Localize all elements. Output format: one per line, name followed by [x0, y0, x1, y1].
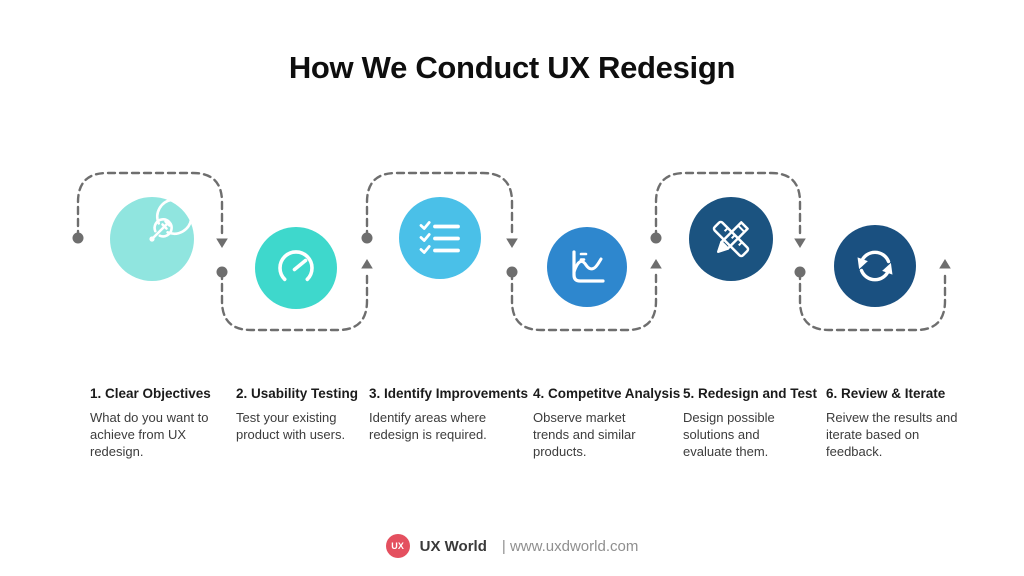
page-title: How We Conduct UX Redesign — [288, 50, 736, 85]
step-title: 3. Identify Improvements — [369, 386, 529, 401]
website-url: | www.uxdworld.com — [501, 537, 639, 555]
checklist-icon — [419, 221, 460, 254]
target-icon — [149, 198, 193, 242]
connector-dash — [510, 269, 658, 332]
connector-dash — [654, 171, 802, 240]
step-description: Design possible solutions and evaluate t… — [683, 410, 775, 459]
step-title: 1. Clear Objectives — [90, 386, 211, 401]
arrow-down-icon — [506, 238, 518, 248]
arrow-up-icon — [939, 259, 951, 269]
step-description: Observe market trends and similar produc… — [533, 410, 636, 459]
connector-dash — [798, 269, 947, 332]
ux-world-logo-icon: UX — [385, 534, 410, 558]
step-description: Reivew the results and iterate based on … — [826, 410, 958, 459]
step-circle-6 — [834, 225, 916, 307]
connector-dash — [365, 171, 514, 240]
footer: UX UX World | www.uxdworld.com — [0, 534, 1024, 558]
arrow-up-icon — [650, 259, 662, 269]
step-description: Test your existing product with users. — [236, 410, 346, 442]
step-item-6: 6. Review & Iterate Reivew the results a… — [826, 386, 958, 461]
step-item-5: 5. Redesign and Test Design possible sol… — [683, 386, 818, 461]
step-description: Identify areas where redesign is require… — [369, 410, 487, 442]
connector-path — [72, 171, 951, 332]
step-circle-5 — [689, 197, 773, 281]
connector-dash — [76, 171, 224, 240]
logo-text: UX — [391, 541, 405, 551]
step-description: What do you want to achieve from UX rede… — [90, 410, 209, 459]
arrow-down-icon — [794, 238, 806, 248]
step-item-3: 3. Identify Improvements Identify areas … — [369, 386, 529, 444]
arrow-down-icon — [216, 238, 228, 248]
step-title: 6. Review & Iterate — [826, 386, 946, 401]
line-chart-icon — [572, 250, 605, 283]
connector-dash — [220, 269, 369, 332]
step-item-2: 2. Usability Testing Test your existing … — [236, 386, 358, 444]
step-title: 5. Redesign and Test — [683, 386, 818, 401]
arrow-up-icon — [361, 259, 373, 269]
brand-name: UX World — [419, 537, 487, 555]
speedometer-icon — [278, 250, 314, 282]
step-item-1: 1. Clear Objectives What do you want to … — [90, 386, 218, 461]
step-item-4: 4. Competitve Analysis Observe market tr… — [533, 386, 681, 461]
pencil-ruler-icon — [712, 220, 750, 258]
step-title: 4. Competitve Analysis — [533, 386, 681, 401]
sync-icon — [857, 250, 893, 282]
step-title: 2. Usability Testing — [236, 386, 359, 401]
